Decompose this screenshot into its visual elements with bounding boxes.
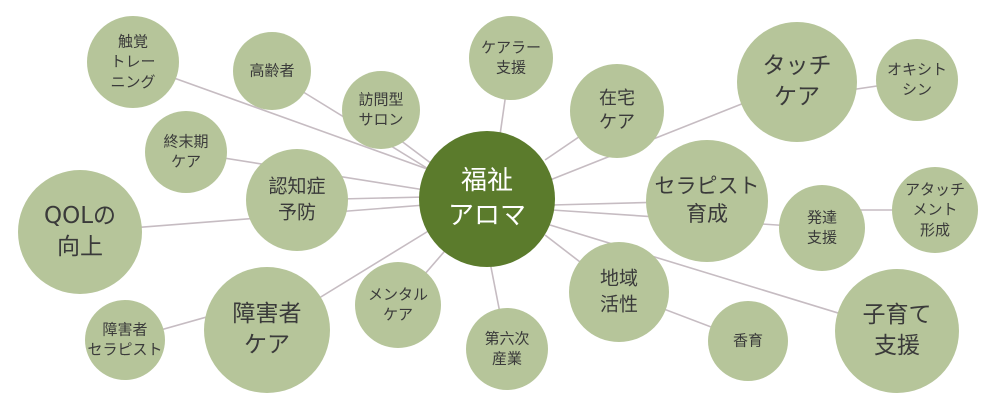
node-scent-education: 香育 — [708, 301, 788, 381]
node-label-visit-salon-line-2: サロン — [358, 111, 403, 129]
center-label-line-2: アロマ — [448, 201, 526, 231]
node-label-therapist-training-line-2: 育成 — [686, 202, 728, 226]
node-label-qol-line-1: QOLの — [44, 203, 116, 229]
node-label-touch-care-line-2: ケア — [774, 84, 820, 110]
node-circle-home-care — [570, 64, 664, 158]
node-circle-mental-care — [355, 262, 441, 348]
node-circle-visit-salon — [342, 71, 420, 149]
node-label-end-of-life-line-1: 終末期 — [163, 132, 208, 150]
node-circle-elderly — [233, 32, 311, 110]
node-label-touch-training-line-3: ニング — [110, 73, 155, 91]
node-label-dementia-line-1: 認知症 — [268, 176, 325, 198]
center-label-line-1: 福祉 — [461, 166, 513, 196]
node-label-development-support-line-2: 支援 — [807, 229, 837, 247]
node-label-sixth-industry-line-2: 産業 — [492, 350, 522, 368]
node-label-mental-care-line-1: メンタル — [368, 285, 428, 303]
node-circle-therapist-training — [646, 140, 768, 262]
node-label-dementia-line-2: 予防 — [278, 201, 316, 223]
node-circle-disability-care — [204, 267, 330, 393]
node-label-development-support-line-1: 発達 — [807, 208, 837, 226]
node-label-therapist-training-line-1: セラピスト — [655, 174, 760, 198]
node-label-attachment-line-1: アタッチ — [905, 180, 965, 198]
node-label-oxytocin-line-2: シン — [902, 81, 932, 99]
node-circle-qol — [18, 170, 142, 294]
node-circle-carer-support — [469, 16, 553, 100]
node-circle-attachment — [892, 167, 978, 253]
node-label-elderly-line-1: 高齢者 — [249, 62, 294, 80]
node-label-scent-education-line-1: 香育 — [733, 332, 763, 350]
node-label-sixth-industry-line-1: 第六次 — [484, 329, 529, 347]
node-label-child-rearing-line-1: 子育て — [863, 302, 932, 328]
center-circle — [419, 131, 555, 267]
node-label-home-care-line-1: 在宅 — [599, 88, 635, 109]
node-label-regional-line-1: 地域 — [600, 268, 638, 290]
node-label-visit-salon-line-1: 訪問型 — [358, 90, 403, 108]
node-circle-scent-education — [708, 301, 788, 381]
node-label-disability-care-line-2: ケア — [244, 332, 290, 358]
node-circle-dementia — [246, 149, 348, 251]
node-circle-development-support — [779, 185, 865, 271]
node-circle-touch-training — [87, 16, 179, 108]
node-label-oxytocin-line-1: オキシト — [887, 60, 947, 78]
node-label-end-of-life-line-2: ケア — [171, 153, 201, 171]
node-label-disability-care-line-1: 障害者 — [233, 301, 302, 327]
edge-touch-training — [134, 63, 431, 171]
node-label-attachment-line-2: メント — [912, 201, 957, 219]
node-label-child-rearing-line-2: 支援 — [874, 333, 920, 359]
node-label-disabled-therapist-line-1: 障害者 — [102, 320, 147, 338]
node-label-carer-support-line-1: ケアラー — [481, 38, 541, 56]
node-circle-sixth-industry — [466, 308, 548, 390]
node-label-touch-training-line-2: トレー — [110, 53, 155, 71]
node-circle-regional — [569, 242, 669, 342]
node-label-regional-line-2: 活性 — [600, 293, 638, 315]
node-circle-oxytocin — [876, 39, 958, 121]
node-circle-disabled-therapist — [85, 300, 165, 380]
node-circle-end-of-life — [145, 111, 227, 193]
node-label-carer-support-line-2: 支援 — [496, 59, 526, 77]
node-label-attachment-line-3: 形成 — [920, 221, 950, 239]
node-label-disabled-therapist-line-2: セラピスト — [87, 341, 162, 359]
node-label-home-care-line-2: ケア — [599, 112, 635, 133]
node-label-mental-care-line-2: ケア — [383, 306, 413, 324]
topic-nodes: 触覚トレーニング高齢者訪問型サロンケアラー支援在宅ケアタッチケアオキシトシン終末… — [18, 16, 978, 393]
node-label-touch-training-line-1: 触覚 — [118, 32, 148, 50]
node-circle-touch-care — [737, 22, 857, 142]
node-circle-child-rearing — [835, 269, 959, 393]
node-label-qol-line-2: 向上 — [57, 234, 103, 260]
node-elderly: 高齢者 — [233, 32, 311, 110]
node-label-touch-care-line-1: タッチ — [763, 53, 832, 79]
